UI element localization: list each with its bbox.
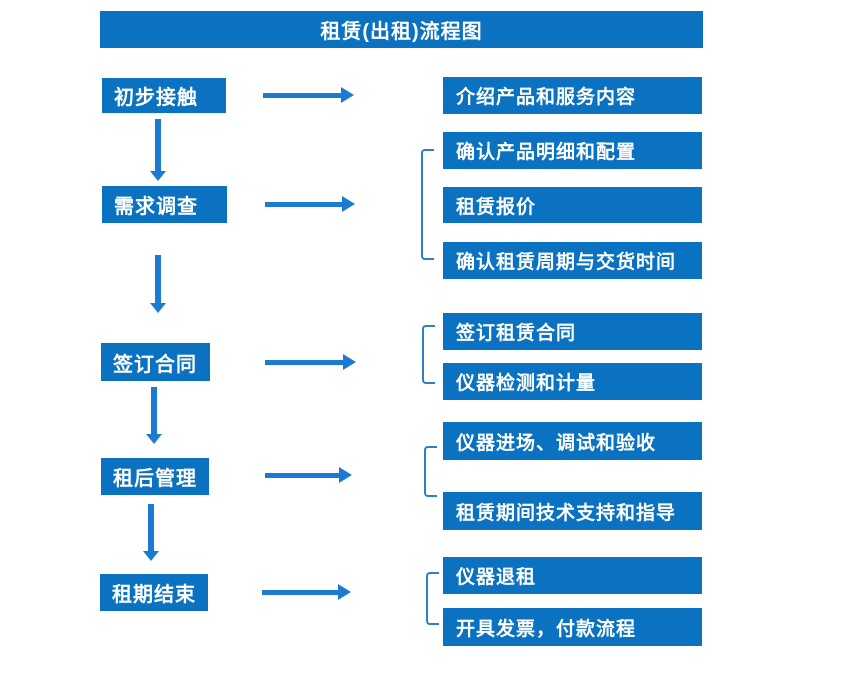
- detail-box-introduce-products-services: 介绍产品和服务内容: [443, 77, 702, 114]
- detail-box-rental-quote: 租赁报价: [443, 187, 702, 223]
- arrow-down-1-head: [150, 171, 166, 181]
- arrow-right-1-head: [341, 87, 354, 103]
- detail-box-instrument-testing-metering: 仪器检测和计量: [443, 363, 702, 400]
- detail-box-sign-rental-contract: 签订租赁合同: [443, 313, 702, 350]
- step-box-initial-contact: 初步接触: [102, 78, 226, 113]
- arrow-right-3-head: [343, 354, 356, 370]
- arrow-down-4-head: [143, 551, 159, 561]
- detail-box-instrument-return: 仪器退租: [443, 557, 702, 594]
- arrow-right-1-stem: [263, 93, 343, 98]
- detail-box-technical-support: 租赁期间技术支持和指导: [443, 492, 702, 530]
- step-box-rental-end: 租期结束: [100, 574, 208, 611]
- arrow-right-4-head: [339, 467, 352, 483]
- detail-box-invoice-payment: 开具发票，付款流程: [443, 608, 702, 646]
- step-box-demand-survey: 需求调查: [102, 186, 227, 223]
- bracket-group-2: [421, 149, 434, 260]
- arrow-down-3: [146, 387, 162, 444]
- arrow-right-4: [265, 467, 352, 483]
- arrow-down-3-head: [146, 434, 162, 444]
- arrow-down-3-stem: [151, 387, 157, 435]
- arrow-right-4-stem: [265, 473, 341, 478]
- detail-box-confirm-product-specs: 确认产品明细和配置: [443, 132, 702, 169]
- arrow-down-2-stem: [155, 255, 161, 304]
- arrow-right-2-head: [342, 196, 355, 212]
- arrow-right-2: [265, 196, 355, 212]
- detail-box-instrument-setup-acceptance: 仪器进场、调试和验收: [443, 422, 702, 460]
- arrow-down-2: [150, 255, 166, 313]
- arrow-down-2-head: [150, 303, 166, 313]
- bracket-group-5: [426, 572, 439, 625]
- arrow-right-3: [265, 354, 356, 370]
- step-box-post-rental-management: 租后管理: [101, 458, 209, 495]
- arrow-down-4: [143, 504, 159, 561]
- arrow-down-4-stem: [148, 504, 154, 552]
- arrow-right-3-stem: [265, 360, 345, 365]
- bracket-group-3: [422, 325, 435, 384]
- flowchart-title: 租赁(出租)流程图: [100, 11, 703, 48]
- arrow-right-5: [262, 584, 351, 600]
- arrow-right-2-stem: [265, 202, 344, 207]
- arrow-down-1: [150, 119, 166, 181]
- arrow-right-5-stem: [262, 590, 340, 595]
- step-box-sign-contract: 签订合同: [101, 343, 210, 381]
- bracket-group-4: [424, 446, 437, 497]
- detail-box-confirm-rental-period-delivery: 确认租赁周期与交货时间: [443, 242, 702, 279]
- arrow-down-1-stem: [155, 119, 161, 172]
- arrow-right-1: [263, 87, 354, 103]
- arrow-right-5-head: [338, 584, 351, 600]
